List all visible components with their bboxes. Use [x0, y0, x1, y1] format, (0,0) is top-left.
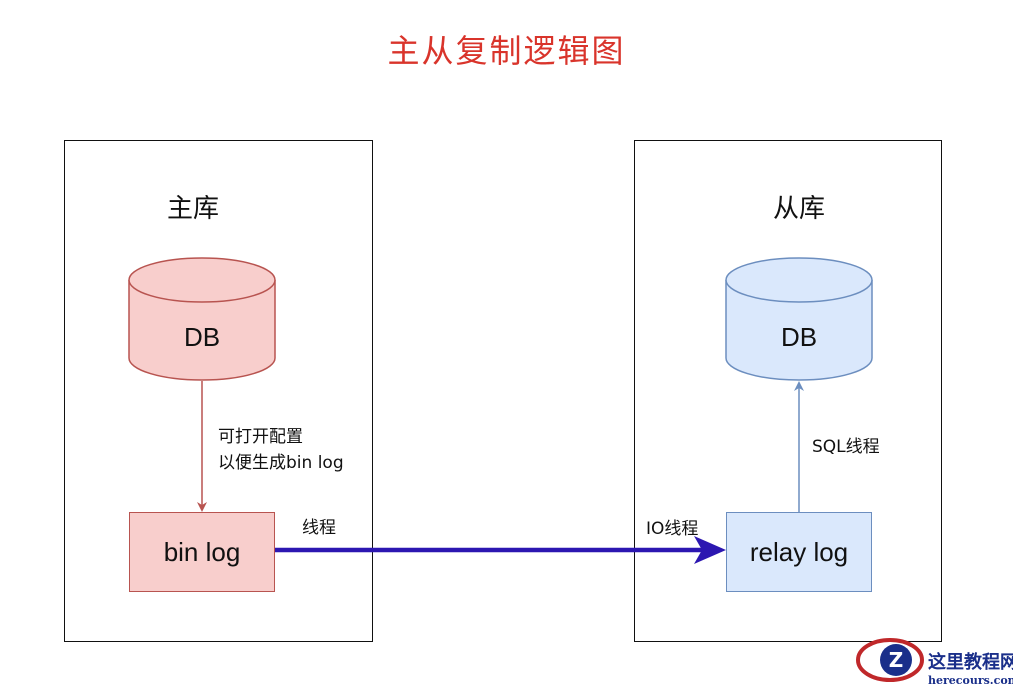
binlog-label: bin log — [163, 536, 241, 567]
watermark-site-url: herecours.com — [928, 674, 1013, 687]
slave-db-cylinder — [725, 257, 873, 381]
binlog-config-note-line1: 可打开配置 — [218, 427, 303, 447]
binlog-to-relaylog-arrow — [275, 536, 726, 564]
watermark-text: 这里教程网 herecours.com — [928, 648, 1013, 687]
slave-db-label: DB — [780, 322, 818, 352]
io-thread-label: IO线程 — [646, 519, 699, 539]
master-label: 主库 — [166, 194, 219, 224]
binlog-thread-label: 线程 — [302, 518, 336, 538]
watermark-logo-icon: Z — [856, 638, 924, 682]
slave-label: 从库 — [772, 194, 825, 224]
binlog-box: bin log — [129, 512, 275, 592]
master-db-cylinder — [128, 257, 276, 381]
sql-thread-label: SQL线程 — [812, 437, 880, 457]
watermark-logo-letter: Z — [889, 648, 904, 672]
watermark-site-name: 这里教程网 — [928, 652, 1013, 673]
diagram-title: 主从复制逻辑图 — [387, 32, 626, 70]
binlog-config-note-line2: 以便生成bin log — [218, 453, 344, 473]
master-db-label: DB — [183, 322, 221, 352]
binlog-config-note: 可打开配置 以便生成bin log — [218, 424, 344, 476]
relaylog-box: relay log — [726, 512, 872, 592]
relaylog-label: relay log — [749, 536, 849, 567]
